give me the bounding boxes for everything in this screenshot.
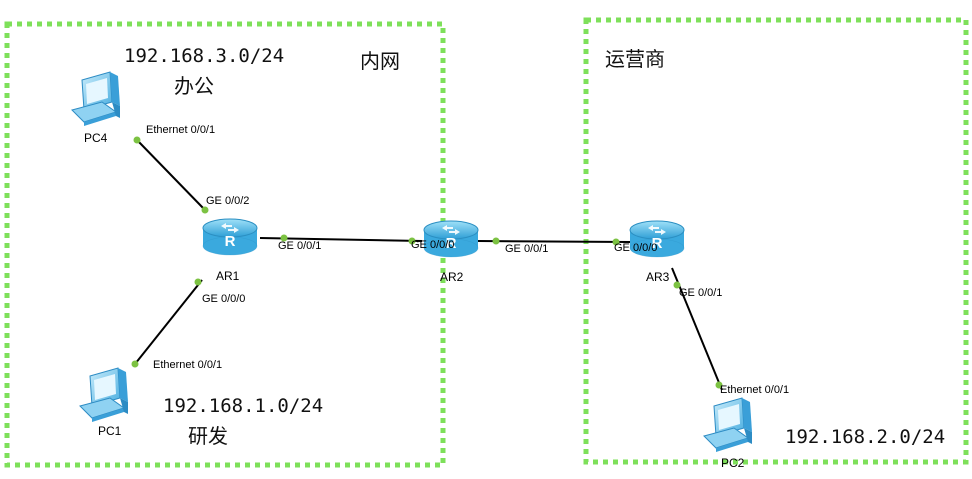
pc-icon [71, 71, 121, 127]
pc-pc1[interactable] [79, 367, 129, 423]
router-icon [202, 218, 258, 256]
pc-icon [79, 367, 129, 423]
device-label-ar3: AR3 [646, 270, 670, 284]
subnet-office-name: 办公 [174, 74, 214, 98]
port-dot [408, 237, 416, 245]
port-label-ar1-ge000: GE 0/0/0 [202, 293, 245, 305]
pc-pc2[interactable] [703, 397, 753, 453]
pc-icon [703, 397, 753, 453]
zone-inner-label: 内网 [360, 49, 400, 73]
port-label-ar3-ge001: GE 0/0/1 [679, 287, 722, 299]
port-dot [133, 136, 141, 144]
subnet-isp-cidr: 192.168.2.0/24 [785, 426, 945, 448]
link-ar3-pc2 [671, 267, 723, 391]
link-ar2-ar3 [477, 240, 631, 243]
port-dot [492, 237, 500, 245]
port-dot [715, 381, 723, 389]
links [134, 139, 723, 391]
port-dot [612, 238, 620, 246]
subnet-rnd-name: 研发 [188, 424, 228, 448]
port-label-ar1-ge001: GE 0/0/1 [278, 240, 321, 252]
device-label-pc4: PC4 [84, 131, 108, 145]
port-dot [194, 278, 202, 286]
port-label-ar3-ge000: GE 0/0/0 [614, 242, 657, 254]
zone-inner-border [4, 21, 446, 468]
device-label-pc1: PC1 [98, 424, 122, 438]
link-pc1-ar1 [134, 279, 203, 365]
port-label-pc2-eth: Ethernet 0/0/1 [720, 384, 789, 396]
pc-pc4[interactable] [71, 71, 121, 127]
port-label-ar2-ge001: GE 0/0/1 [505, 243, 548, 255]
port-label-pc1-eth: Ethernet 0/0/1 [153, 359, 222, 371]
zone-isp-label: 运营商 [605, 47, 665, 71]
router-ar1[interactable] [202, 218, 258, 256]
port-label-ar1-ge002: GE 0/0/2 [206, 195, 249, 207]
port-dots [131, 136, 723, 389]
link-pc4-ar1 [136, 139, 206, 211]
subnet-rnd-cidr: 192.168.1.0/24 [163, 395, 323, 417]
port-label-ar2-ge000: GE 0/0/0 [411, 239, 454, 251]
device-label-ar2: AR2 [440, 270, 464, 284]
device-label-pc2: PC2 [721, 456, 745, 470]
device-label-ar1: AR1 [216, 269, 240, 283]
port-dot [131, 360, 139, 368]
subnet-office-cidr: 192.168.3.0/24 [124, 45, 284, 67]
port-dot [280, 234, 288, 242]
port-dot [201, 206, 209, 214]
port-label-pc4-eth: Ethernet 0/0/1 [146, 124, 215, 136]
port-dot [673, 281, 681, 289]
